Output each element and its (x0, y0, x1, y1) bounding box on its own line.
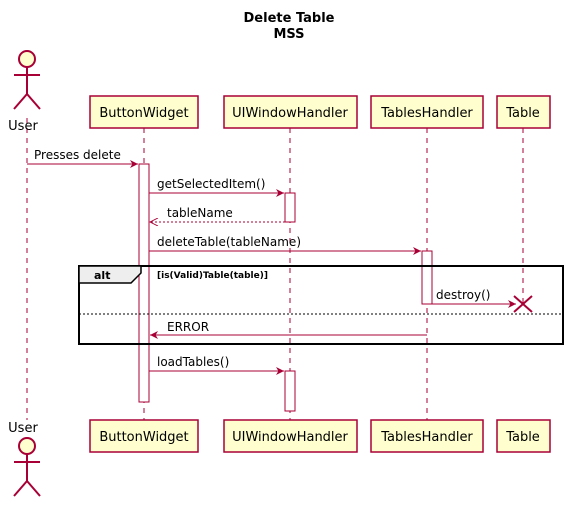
participants-bottom: User ButtonWidget UIWindowHandler Tables… (8, 419, 551, 497)
participant-button-widget-top-label: ButtonWidget (99, 106, 188, 121)
actor-user-bottom (13, 437, 41, 497)
message-get-selected-item-label: getSelectedItem() (157, 177, 265, 191)
message-delete-table-label: deleteTable(tableName) (157, 235, 301, 249)
participant-button-widget-top (89, 95, 199, 129)
messages: Presses delete getSelectedItem() tableNa… (27, 148, 533, 375)
alt-fragment-operator: alt (94, 269, 110, 282)
alt-fragment-frame (78, 265, 564, 345)
participant-table-bottom-label: Table (505, 430, 540, 445)
activations (138, 163, 433, 412)
participant-tables-handler-top-label: TablesHandler (380, 106, 473, 121)
actor-head-icon (18, 50, 36, 68)
message-destroy-label: destroy() (436, 288, 490, 302)
actor-user-top (13, 50, 41, 110)
participant-tables-handler-top (370, 95, 484, 129)
participant-button-widget-bottom-label: ButtonWidget (99, 430, 188, 445)
message-error-label: ERROR (167, 320, 209, 334)
participant-ui-window-handler-top (223, 95, 358, 129)
actor-head-icon (18, 437, 36, 455)
participant-tables-handler-bottom (370, 419, 484, 453)
message-presses-delete-label: Presses delete (34, 148, 121, 162)
participant-button-widget-bottom (89, 419, 199, 453)
participant-user-bottom-label: User (8, 421, 38, 436)
participant-ui-window-handler-bottom (223, 419, 358, 453)
participants-top: User ButtonWidget UIWindowHandler Tables… (8, 50, 551, 134)
alt-fragment-guard: [is(Valid)Table(table)] (157, 271, 268, 281)
activation-ui-window-handler-2 (284, 370, 296, 412)
message-table-name-label: tableName (167, 206, 233, 220)
participant-ui-window-handler-bottom-label: UIWindowHandler (232, 430, 348, 445)
alt-fragment: alt [is(Valid)Table(table)] (78, 265, 564, 345)
activation-tables-handler (421, 250, 433, 305)
participant-user-top-label: User (8, 119, 38, 134)
activation-button-widget (138, 163, 150, 403)
participant-table-top-label: Table (505, 106, 540, 121)
activation-ui-window-handler-1 (284, 192, 296, 223)
diagram-title: Delete Table (244, 11, 335, 26)
participant-table-bottom (496, 419, 551, 453)
message-load-tables-label: loadTables() (157, 355, 229, 369)
destroy-x-icon (513, 295, 533, 313)
diagram-subtitle: MSS (273, 27, 304, 42)
participant-ui-window-handler-top-label: UIWindowHandler (232, 106, 348, 121)
alt-fragment-tab (78, 265, 142, 284)
participant-tables-handler-bottom-label: TablesHandler (380, 430, 473, 445)
participant-table-top (496, 95, 551, 129)
